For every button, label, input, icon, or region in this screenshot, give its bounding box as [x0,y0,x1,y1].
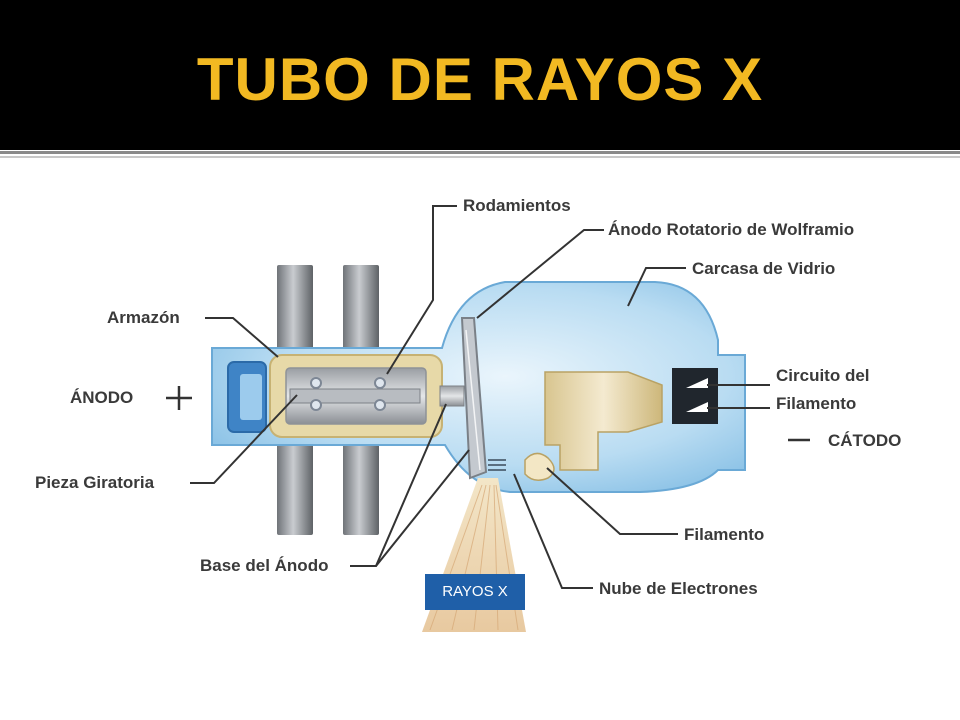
filament-cup [524,452,555,481]
leader-lines [190,205,770,589]
stator-columns-bottom [277,440,379,535]
label-pieza-giratoria: Pieza Giratoria [35,473,155,492]
label-catodo: CÁTODO [828,431,902,450]
electron-cloud [488,459,506,471]
label-base-anodo: Base del Ánodo [200,556,329,575]
xray-label-box: RAYOS X [425,574,525,610]
leader-rodamientos [386,205,457,375]
leader-armazon [205,317,279,358]
label-anodo-rotatorio: Ánodo Rotatorio de Wolframio [608,220,855,239]
label-armazon: Armazón [107,308,180,327]
stator-columns-top [277,265,379,350]
leader-nube [513,473,593,589]
leader-pieza-giratoria [190,394,298,484]
leader-filamento [546,467,678,535]
tungsten-anode-disc [460,317,488,480]
leader-base-anodo-2 [375,449,470,567]
label-circuito-line1: Circuito del [776,366,870,385]
label-circuito-line2: Filamento [776,394,857,413]
cathode-assembly [544,371,663,471]
label-filamento: Filamento [684,525,765,544]
title-divider [0,151,960,154]
title-bar [0,0,960,150]
label-carcasa-vidrio: Carcasa de Vidrio [692,259,836,278]
bearings [310,377,386,411]
title-divider-light [0,156,960,158]
filament-circuit-connector [672,368,718,424]
rotor-shaft [289,388,421,404]
page-title: TUBO DE RAYOS X [196,46,764,113]
label-rodamientos: Rodamientos [463,196,571,215]
anode-plus-sign [166,386,192,410]
leader-carcasa [627,267,686,307]
leader-anodo-rotatorio [476,229,604,319]
label-anodo: ÁNODO [70,388,134,407]
anode-stem [439,385,465,407]
label-nube-electrones: Nube de Electrones [599,579,758,598]
